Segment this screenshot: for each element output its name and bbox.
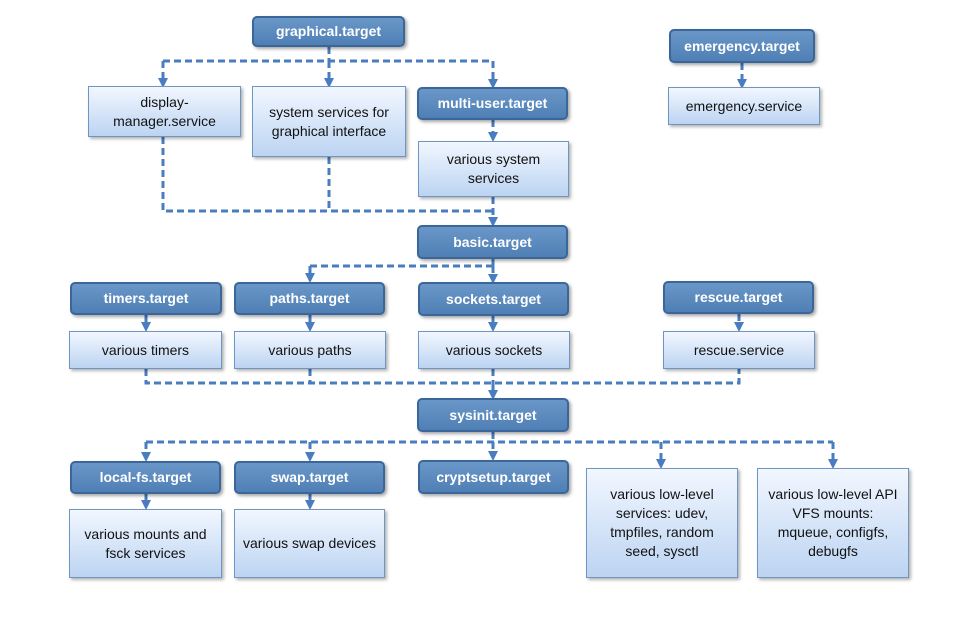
various-timers-node: various timers (69, 331, 222, 369)
swap-target-node: swap.target (234, 461, 385, 494)
graphical-target-node: graphical.target (252, 16, 405, 47)
link-basic-fanout (310, 259, 495, 268)
various-paths-node: various paths (234, 331, 386, 369)
timers-target-node: timers.target (70, 282, 222, 315)
various-sockets-node: various sockets (418, 331, 570, 369)
link-graphical-fanout (163, 47, 493, 63)
cryptsetup-target-node: cryptsetup.target (418, 460, 569, 494)
rescue-service-node: rescue.service (663, 331, 815, 369)
link-collect-basic (161, 137, 493, 213)
basic-target-node: basic.target (417, 225, 568, 259)
local-fs-target-node: local-fs.target (70, 461, 221, 494)
rescue-target-node: rescue.target (663, 281, 814, 314)
low-level-services-node: various low-level services: udev, tmpfil… (586, 468, 738, 578)
graphical-system-services-node: system services for graphical interface (252, 86, 406, 157)
display-manager-service-node: display-manager.service (88, 86, 241, 137)
link-sysinit-fanout (146, 432, 833, 444)
various-mounts-node: various mounts and fsck services (69, 509, 222, 578)
emergency-service-node: emergency.service (668, 87, 820, 125)
api-vfs-mounts-node: various low-level API VFS mounts: mqueue… (757, 468, 909, 578)
swap-devices-node: various swap devices (234, 509, 385, 578)
sockets-target-node: sockets.target (418, 282, 569, 316)
sysinit-target-node: sysinit.target (417, 398, 569, 432)
link-collect-sysinit (144, 369, 741, 385)
emergency-target-node: emergency.target (669, 29, 815, 63)
multi-user-target-node: multi-user.target (417, 87, 568, 120)
various-system-services-node: various system services (418, 141, 569, 197)
paths-target-node: paths.target (234, 282, 385, 315)
